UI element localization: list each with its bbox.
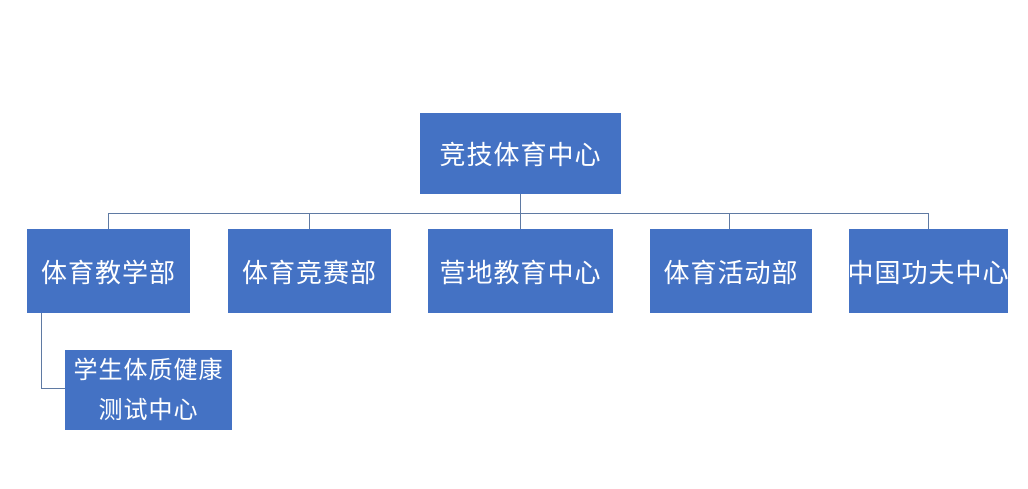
connector-elbow-vertical [41,313,42,388]
node-label: 营地教育中心 [439,258,602,289]
node-student-fitness-test-center: 学生体质健康 测试中心 [65,350,232,430]
node-pe-teaching-dept: 体育教学部 [27,229,190,313]
connector-elbow-horizontal [41,388,65,389]
connector-stub-sports-competition [309,213,310,229]
node-label: 体育竞赛部 [241,258,377,289]
connector-stub-pe-teaching [108,213,109,229]
connector-stub-camp-education [520,213,521,229]
node-competitive-sports-center: 竞技体育中心 [420,113,621,194]
node-label: 体育教学部 [40,258,176,289]
node-label: 体育活动部 [663,258,799,289]
node-label-line-1: 学生体质健康 [73,356,224,384]
node-label-line-2: 测试中心 [98,396,199,424]
connector-stub-china-kungfu [928,213,929,229]
node-label: 中国功夫中心 [847,258,1010,289]
connector-bus-horizontal [108,213,929,214]
node-sports-activities-dept: 体育活动部 [650,229,812,313]
connector-stub-sports-activities [729,213,730,229]
node-camp-education-center: 营地教育中心 [428,229,613,313]
node-sports-competition-dept: 体育竞赛部 [228,229,391,313]
node-china-kungfu-center: 中国功夫中心 [847,229,1010,313]
connector-root-to-bus [520,194,521,213]
node-label: 竞技体育中心 [439,141,602,171]
